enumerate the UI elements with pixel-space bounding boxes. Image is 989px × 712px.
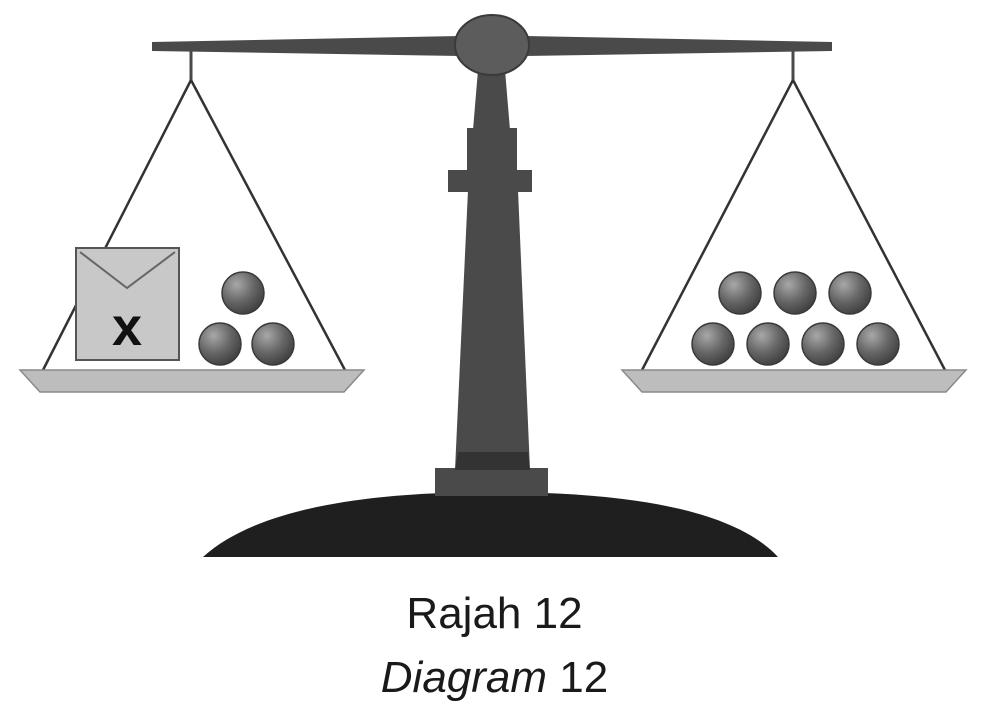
box-label: x xyxy=(112,297,142,357)
right-marble xyxy=(691,322,735,366)
right-marble xyxy=(856,322,900,366)
left-marble xyxy=(221,271,265,315)
left-marble xyxy=(198,322,242,366)
scale-column-shadow xyxy=(455,452,530,470)
right-pan xyxy=(620,369,968,393)
right-marble xyxy=(773,271,817,315)
caption-malay: Rajah 12 xyxy=(0,588,989,640)
caption-english-word: Diagram xyxy=(380,653,548,702)
left-marble xyxy=(251,322,295,366)
caption-malay-word: Rajah xyxy=(406,589,522,638)
left-string-inner xyxy=(189,79,348,373)
scale-base-block xyxy=(435,468,548,496)
right-string-inner xyxy=(791,79,948,373)
right-marble xyxy=(801,322,845,366)
scale-column xyxy=(455,190,530,470)
scale-upper-post xyxy=(473,70,510,130)
scale-base xyxy=(203,492,778,557)
left-string-outer xyxy=(40,79,193,373)
scale-collar xyxy=(448,170,532,192)
right-string-outer xyxy=(639,79,795,373)
scale-neck xyxy=(467,128,517,172)
caption-malay-number: 12 xyxy=(533,589,583,638)
right-marble xyxy=(828,271,872,315)
scale-pivot xyxy=(454,14,530,76)
unknown-weight-box: x xyxy=(75,247,180,361)
left-pan xyxy=(18,369,366,393)
right-marble xyxy=(746,322,790,366)
caption-english: Diagram 12 xyxy=(0,652,989,704)
caption-english-number: 12 xyxy=(559,653,609,702)
right-marble xyxy=(718,271,762,315)
